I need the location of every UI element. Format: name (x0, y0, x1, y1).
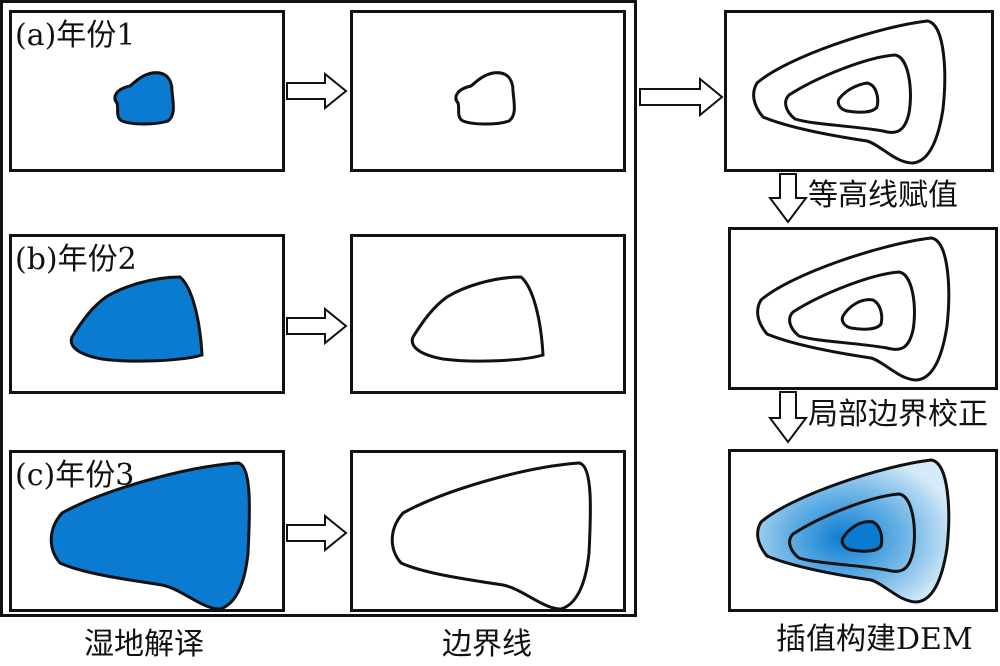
panel-b-boundary (350, 234, 626, 394)
panel-c-wetland: (c)年份3 (9, 450, 285, 612)
boundary-line-c (390, 461, 592, 611)
corrected-contour-lines (756, 236, 951, 382)
panel-dem (728, 449, 998, 612)
caption-wetland-interpretation: 湿地解译 (84, 627, 204, 662)
panel-c-label: (c)年份3 (15, 458, 135, 493)
arrow-down-icon (768, 391, 808, 444)
dem-surface (756, 458, 951, 604)
wetland-shape-a (113, 71, 175, 126)
panel-a-boundary (350, 10, 626, 172)
panel-c-boundary (350, 450, 626, 612)
arrow-down-icon (768, 173, 808, 224)
panel-corrected (728, 227, 998, 390)
caption-boundary-line: 边界线 (442, 627, 532, 662)
contour-lines (752, 19, 947, 165)
arrow-right-icon (286, 306, 348, 346)
caption-dem-interpolation: 插值构建DEM (776, 622, 973, 657)
arrow-right-icon (286, 513, 348, 553)
boundary-line-b (410, 275, 545, 363)
panel-b-label: (b)年份2 (15, 242, 137, 277)
outer-frame (0, 0, 637, 617)
panel-b-wetland: (b)年份2 (9, 234, 285, 394)
panel-a-wetland: (a)年份1 (9, 10, 285, 172)
arrow-right-icon (639, 76, 724, 118)
arrow-right-icon (286, 71, 348, 111)
wetland-shape-b (69, 275, 204, 363)
step-boundary-correction-label: 局部边界校正 (808, 397, 988, 432)
panel-a-label: (a)年份1 (15, 18, 136, 53)
wetland-shape-c (49, 461, 251, 611)
boundary-line-a (454, 71, 516, 126)
panel-contours (724, 10, 994, 172)
step-contour-assignment-label: 等高线赋值 (808, 178, 958, 213)
